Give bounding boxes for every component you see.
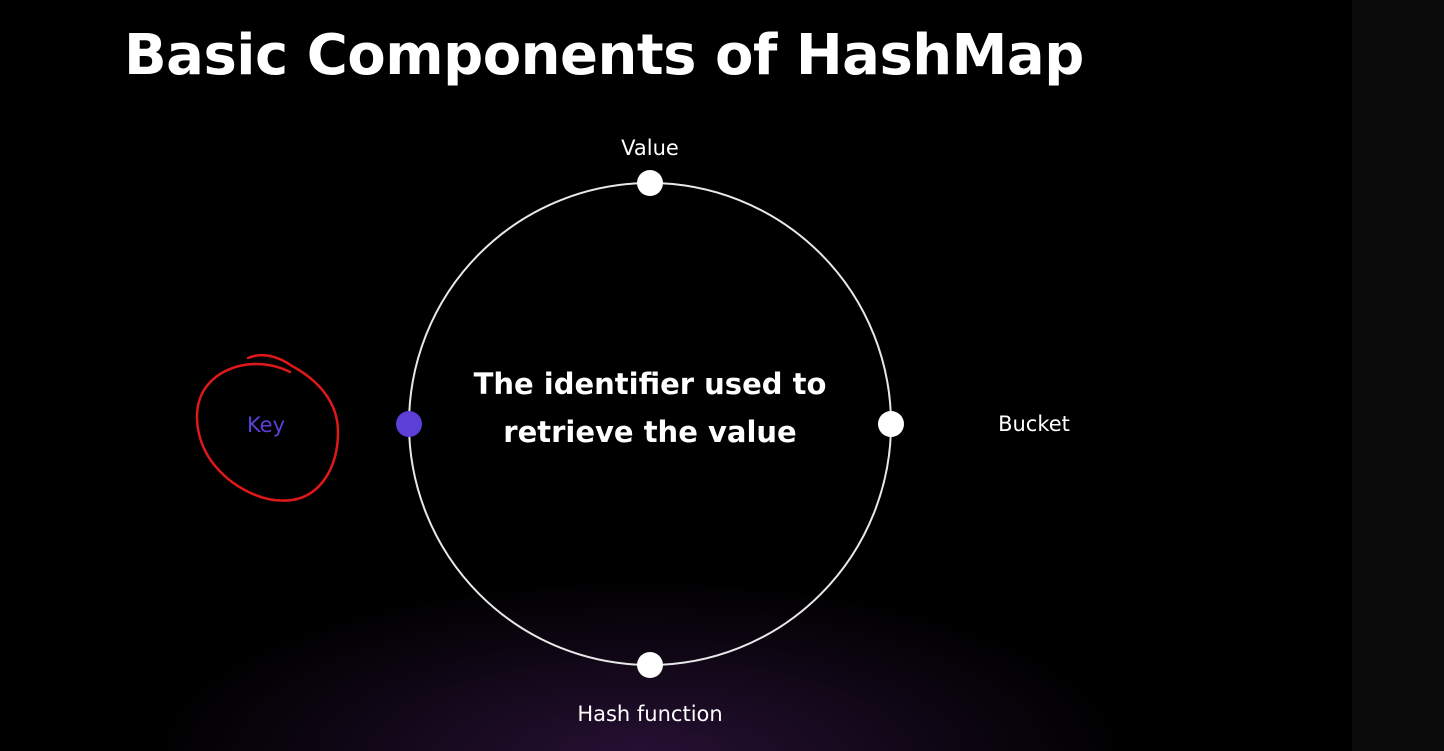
bucket-node-dot	[878, 411, 904, 437]
slide-title: Basic Components of HashMap	[124, 23, 1084, 88]
bucket-label: Bucket	[998, 412, 1070, 436]
value-node-dot	[637, 170, 663, 196]
side-band	[1352, 0, 1444, 751]
key-node-dot	[396, 411, 422, 437]
center-description: The identifier used to retrieve the valu…	[473, 367, 827, 449]
value-label: Value	[621, 136, 679, 160]
key-annotation-scribble	[195, 354, 340, 502]
hash-function-label: Hash function	[577, 702, 723, 726]
key-label: Key	[246, 413, 286, 437]
hash-function-node-dot	[637, 652, 663, 678]
